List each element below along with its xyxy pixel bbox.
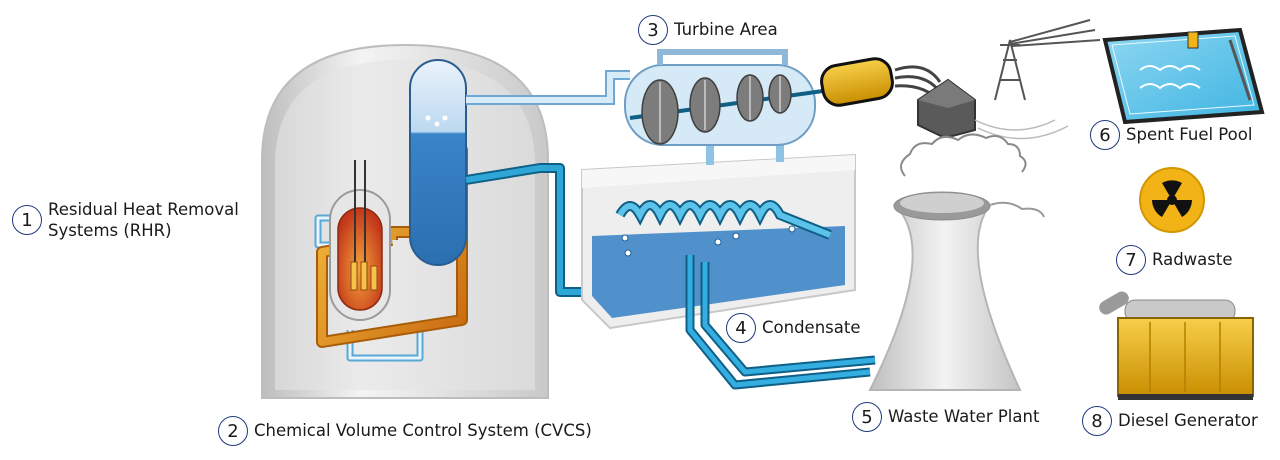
spent-fuel-number: 6 [1090,120,1120,150]
radwaste-label: 7 Radwaste [1116,245,1233,275]
spent-fuel-label: 6 Spent Fuel Pool [1090,120,1252,150]
cooling-tower-icon [868,133,1045,391]
cvcs-label-text: Chemical Volume Control System (CVCS) [254,421,592,440]
waste-water-label: 5 Waste Water Plant [852,402,1039,432]
waste-water-number: 5 [852,402,882,432]
condenser-icon [581,153,856,330]
turbine-icon [624,49,831,146]
diesel-label: 8 Diesel Generator [1082,406,1258,436]
rhr-label-line1: Residual Heat Removal [48,200,239,219]
turbine-label: 3 Turbine Area [638,15,778,45]
spent-fuel-pool-icon [1102,27,1265,125]
rhr-label: 1 Residual Heat Removal Systems (RHR) [12,199,239,241]
rhr-number: 1 [12,205,42,235]
generator-icon [820,57,976,140]
waste-water-label-text: Waste Water Plant [888,407,1040,426]
turbine-number: 3 [638,15,668,45]
radwaste-label-text: Radwaste [1152,250,1233,269]
rhr-label-line2: Systems (RHR) [48,221,172,240]
diesel-generator-icon [1099,291,1254,400]
condensate-label-text: Condensate [762,318,861,337]
diesel-number: 8 [1082,406,1112,436]
condensate-number: 4 [726,313,756,343]
cvcs-label: 2 Chemical Volume Control System (CVCS) [218,416,592,446]
condensate-label: 4 Condensate [726,313,860,343]
radwaste-number: 7 [1116,245,1146,275]
reactor-vessel-icon [329,160,391,321]
diesel-label-text: Diesel Generator [1118,411,1258,430]
radiation-icon [1139,167,1205,233]
spent-fuel-label-text: Spent Fuel Pool [1126,125,1253,144]
turbine-label-text: Turbine Area [674,20,778,39]
steam-generator-icon [409,59,467,266]
cvcs-number: 2 [218,416,248,446]
power-pylon-icon [974,19,1101,140]
